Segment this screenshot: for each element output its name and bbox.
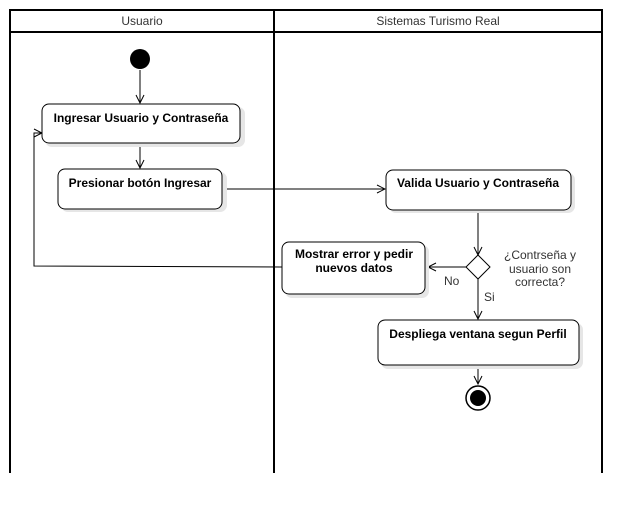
decision-question-line2: usuario son: [509, 262, 571, 276]
activity-despliega: Despliega ventana segun Perfil: [377, 319, 583, 369]
decision-no-label: No: [444, 274, 460, 288]
decision-node: [465, 254, 491, 280]
lane-title-usuario: Usuario: [121, 14, 163, 28]
activity-valida: Valida Usuario y Contraseña: [385, 169, 575, 213]
initial-node: [130, 49, 150, 69]
lane-title-sistemas: Sistemas Turismo Real: [376, 14, 499, 28]
activity-presionar-label: Presionar botón Ingresar: [69, 176, 212, 190]
activity-ingresar-label: Ingresar Usuario y Contraseña: [54, 111, 229, 125]
decision-question-line1: ¿Contrseña y: [504, 248, 576, 262]
decision-yes-label: Si: [484, 290, 495, 304]
activity-mostrar-error-line1: Mostrar error y pedir: [295, 247, 413, 261]
activity-mostrar-error: Mostrar error y pedir nuevos datos: [281, 241, 429, 298]
activity-mostrar-error-line2: nuevos datos: [315, 261, 393, 275]
activity-valida-label: Valida Usuario y Contraseña: [397, 176, 559, 190]
activity-ingresar: Ingresar Usuario y Contraseña: [41, 103, 245, 147]
decision-question-line3: correcta?: [515, 275, 565, 289]
edge-error-to-ingresar: [33, 133, 283, 268]
final-node: [465, 385, 491, 411]
swimlane-usuario: Usuario: [9, 9, 275, 473]
activity-presionar: Presionar botón Ingresar: [57, 168, 227, 212]
swimlane-sistemas: Sistemas Turismo Real: [273, 9, 603, 473]
activity-despliega-label: Despliega ventana segun Perfil: [389, 327, 566, 341]
